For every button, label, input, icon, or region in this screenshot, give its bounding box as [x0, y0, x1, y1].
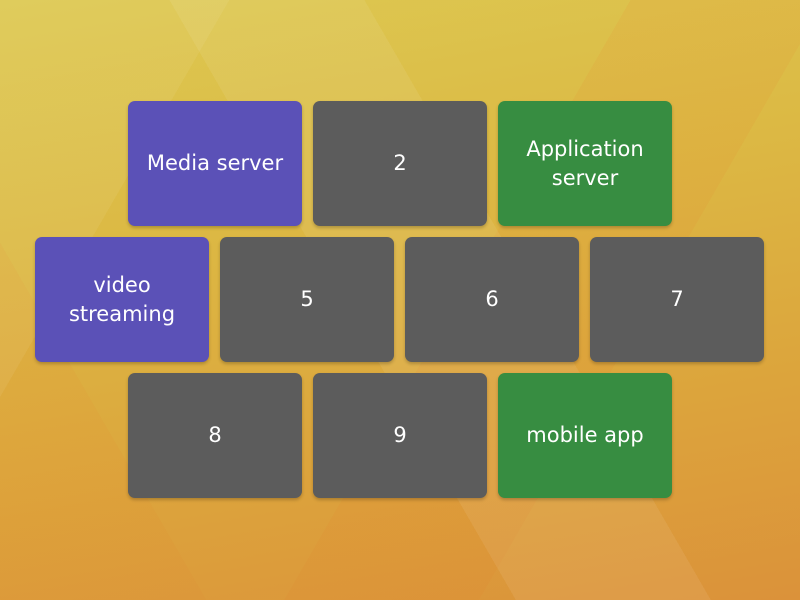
tile-label: 9 [393, 423, 407, 447]
tile-label: 5 [300, 287, 314, 311]
tile-label: 2 [393, 151, 407, 175]
tile-7[interactable]: 7 [590, 237, 764, 362]
tile-label: mobile app [526, 423, 644, 447]
tile-2[interactable]: 2 [313, 101, 487, 226]
tile-label: video streaming [68, 272, 176, 326]
tile-label: Application server [526, 136, 644, 190]
tile-6[interactable]: 6 [405, 237, 579, 362]
tile-mobile-app[interactable]: mobile app [498, 373, 672, 498]
tile-label: 7 [670, 287, 684, 311]
tile-media-server[interactable]: Media server [128, 101, 302, 226]
tile-label: 8 [208, 423, 222, 447]
tile-label: Media server [146, 151, 284, 175]
tile-5[interactable]: 5 [220, 237, 394, 362]
tile-9[interactable]: 9 [313, 373, 487, 498]
tile-label: 6 [485, 287, 499, 311]
tile-8[interactable]: 8 [128, 373, 302, 498]
tile-application-server[interactable]: Application server [498, 101, 672, 226]
tile-video-streaming[interactable]: video streaming [35, 237, 209, 362]
